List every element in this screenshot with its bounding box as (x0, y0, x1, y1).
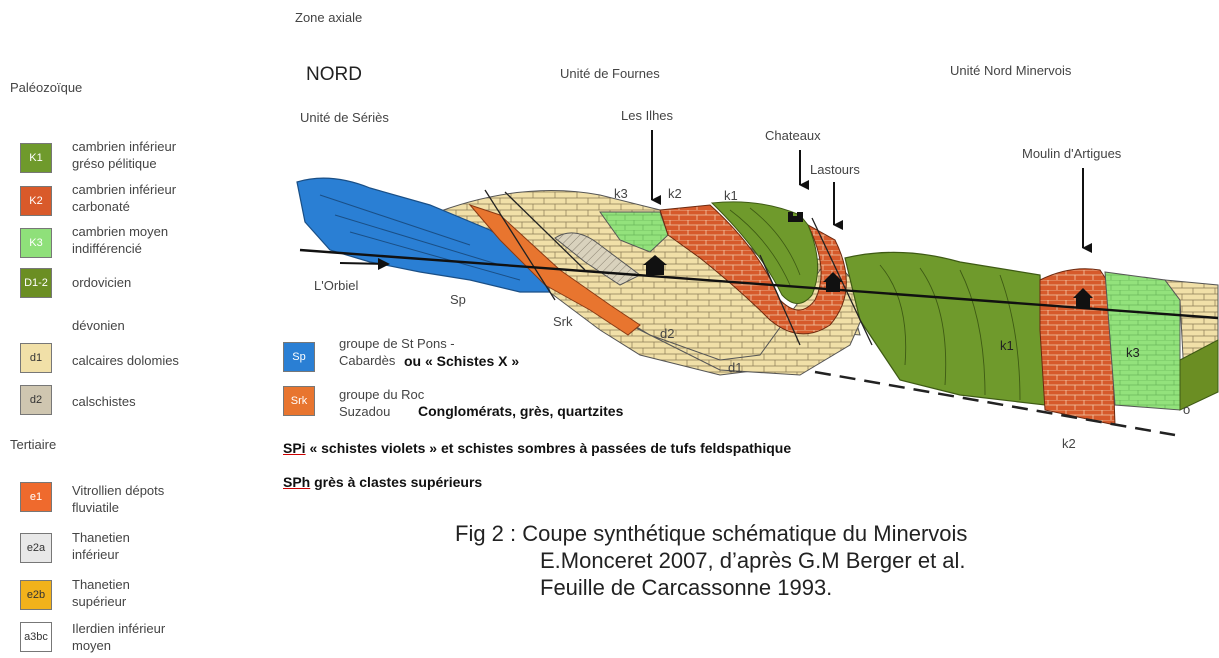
label-o: o (1183, 402, 1190, 417)
legend-swatch-e1: e1 (20, 482, 52, 512)
group-sp-extra: ou « Schistes X » (404, 353, 519, 369)
label-k3: k3 (614, 186, 628, 201)
legend-text-d2: calschistes (72, 393, 136, 410)
legend-swatch-a3bc: a3bc (20, 622, 52, 652)
label-k1: k1 (724, 188, 738, 203)
figure-caption-line1: Fig 2 : Coupe synthétique schématique du… (455, 520, 967, 547)
label-k2: k2 (668, 186, 682, 201)
legend-swatch-k3: K3 (20, 228, 52, 258)
les-ilhes-label: Les Ilhes (621, 108, 673, 123)
note-sph: SPh grès à clastes supérieurs (283, 474, 482, 490)
zone-axiale-label: Zone axiale (295, 10, 362, 25)
label-k1-north: k1 (1000, 338, 1014, 353)
label-d2: d2 (660, 326, 674, 341)
legend-swatch-d12: D1-2 (20, 268, 52, 298)
legend-devonien-heading: dévonien (72, 318, 125, 333)
unit-k3-north (1105, 272, 1180, 410)
unite-series-label: Unité de Sériès (300, 110, 389, 125)
legend-swatch-e2b: e2b (20, 580, 52, 610)
orbiel-label: L'Orbiel (314, 278, 358, 293)
chateaux-label: Chateaux (765, 128, 821, 143)
label-sp: Sp (450, 292, 466, 307)
label-k3-north: k3 (1126, 345, 1140, 360)
unite-fournes-label: Unité de Fournes (560, 66, 660, 81)
legend-swatch-k2: K2 (20, 186, 52, 216)
group-srk-extra: Conglomérats, grès, quartzites (418, 403, 623, 419)
legend-paleozoique-heading: Paléozoïque (10, 80, 82, 95)
label-d1: d1 (728, 360, 742, 375)
unit-k2-north (1040, 269, 1115, 425)
label-k2-north: k2 (1062, 436, 1076, 451)
label-srk: Srk (553, 314, 573, 329)
legend-tertiaire-heading: Tertiaire (10, 437, 56, 452)
legend-swatch-k1: K1 (20, 143, 52, 173)
legend-swatch-d1: d1 (20, 343, 52, 373)
group-swatch-srk: Srk (283, 386, 315, 416)
nord-label: NORD (306, 64, 362, 86)
legend-swatch-e2a: e2a (20, 533, 52, 563)
lastours-label: Lastours (810, 162, 860, 177)
legend-text-ordovicien: ordovicien (72, 274, 131, 291)
unite-nord-minervois-label: Unité Nord Minervois (950, 63, 1071, 78)
moulin-artigues-label: Moulin d'Artigues (1022, 146, 1121, 161)
legend-swatch-d2: d2 (20, 385, 52, 415)
figure-caption-line3: Feuille de Carcassonne 1993. (540, 574, 832, 601)
group-swatch-sp: Sp (283, 342, 315, 372)
note-spi: SPi « schistes violets » et schistes som… (283, 440, 791, 456)
figure-caption-line2: E.Monceret 2007, d’après G.M Berger et a… (540, 547, 966, 574)
legend-text-d1: calcaires dolomies (72, 352, 179, 369)
